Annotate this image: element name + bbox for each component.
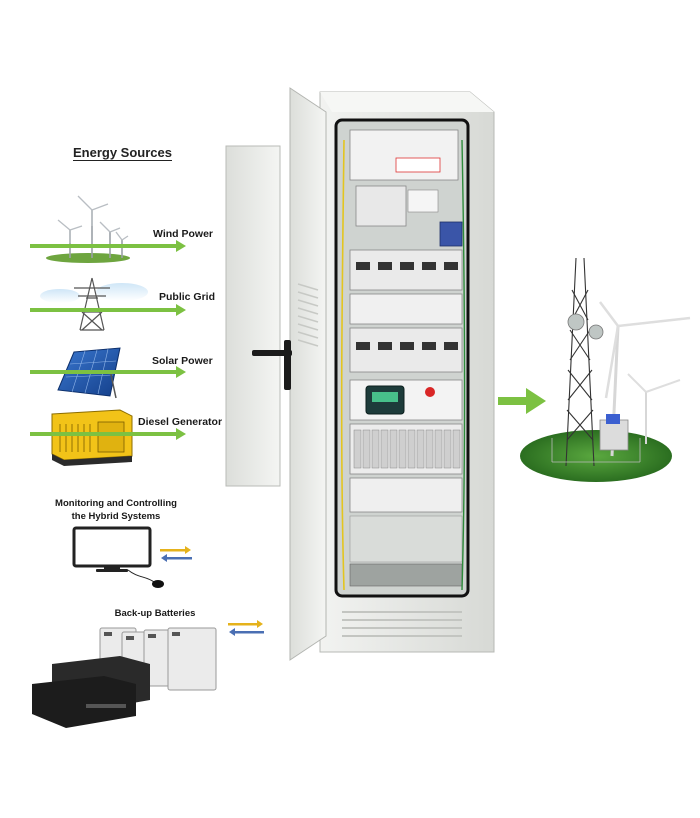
battery-double-arrow (228, 620, 264, 636)
public-grid-arrow (30, 304, 186, 316)
wind-turbines-icon (46, 195, 130, 263)
monitor-icon (72, 526, 155, 583)
monitoring-label-line2: the Hybrid Systems (71, 511, 161, 522)
rack-battery-icon (32, 656, 150, 728)
rectifier-modules (349, 249, 463, 373)
controller-display (349, 379, 463, 421)
energy-sources-heading: Energy Sources (73, 145, 172, 160)
backup-batteries-label: Back-up Batteries (114, 608, 196, 619)
solar-power-label: Solar Power (152, 355, 213, 367)
wind-power-label: Wind Power (153, 228, 213, 240)
output-arrow (498, 388, 546, 414)
busbar-panel (349, 477, 463, 587)
mouse-icon (152, 580, 164, 588)
distribution-breakers (349, 423, 463, 475)
telecom-site-icon (520, 257, 691, 482)
breaker-panel (349, 129, 459, 181)
monitoring-label-line1: Monitoring and Controlling (55, 498, 177, 509)
diesel-generator-label: Diesel Generator (138, 416, 223, 428)
terminal-blocks (355, 185, 463, 247)
power-pylon-icon (40, 277, 148, 331)
diesel-generator-icon (51, 409, 133, 466)
monitoring-label: Monitoring and Controlling the Hybrid Sy… (36, 497, 196, 523)
door-handle-icon (252, 340, 292, 390)
telecom-tower-icon (565, 257, 595, 467)
hybrid-power-cabinet (225, 87, 495, 661)
battery-bank-icon (32, 627, 217, 728)
wind-power-arrow (30, 240, 186, 252)
public-grid-label: Public Grid (159, 291, 216, 303)
monitoring-double-arrow (160, 546, 192, 562)
solar-power-arrow (30, 366, 186, 378)
diesel-generator-arrow (30, 428, 186, 440)
